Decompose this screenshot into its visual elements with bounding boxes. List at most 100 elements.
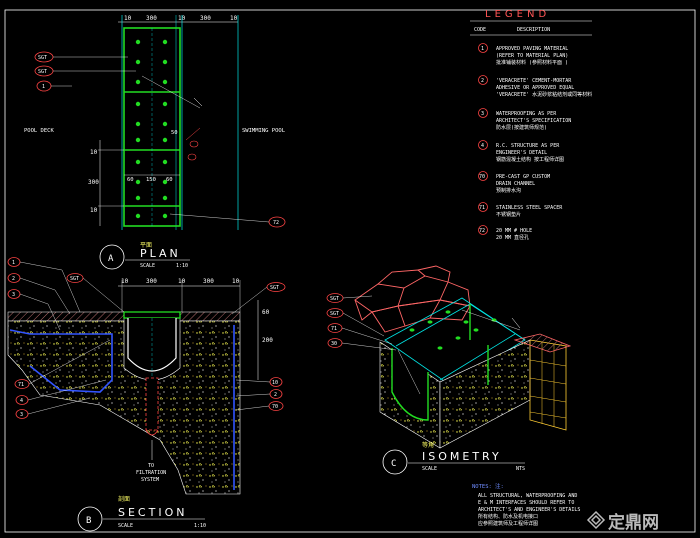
iso-title-cn: 等角	[422, 441, 434, 449]
plan-inner-dim-4: 50	[171, 130, 178, 136]
watermark-logo-icon	[586, 510, 606, 530]
legend-desc-header: DESCRIPTION	[517, 27, 550, 33]
iso-pool-wall	[529, 339, 567, 431]
iso-concrete-side	[439, 339, 531, 449]
iso-coping	[513, 333, 572, 353]
iso-pool-tiles	[529, 342, 567, 427]
plan-dim-left-3: 10	[90, 207, 98, 214]
section-callout-right-1: SGT	[270, 285, 279, 291]
legend-item-3-line-3: 防水层(按建筑师规范)	[496, 124, 547, 131]
section-concrete-mass	[7, 320, 241, 495]
legend-item-4-line-3: 钢筋混凝土结构 按工程师详图	[496, 156, 564, 163]
legend-title: LEGEND	[485, 9, 550, 20]
plan-dim-top-1: 10	[124, 15, 132, 22]
watermark: 定鼎网	[586, 510, 659, 533]
legend-item-71-line-1: STAINLESS STEEL SPACER	[496, 205, 563, 211]
section-grating	[123, 311, 181, 319]
iso-callout-1: SGT	[330, 296, 339, 302]
plan-view-circle	[99, 244, 125, 270]
legend-item-1-line-2: (REFER TO MATERIAL PLAN)	[496, 53, 568, 59]
iso-callout-2: SGT	[330, 311, 339, 317]
section-scale: 1:10	[194, 523, 206, 529]
legend-item-70-line-1: PRE-CAST GP CUSTOM	[496, 174, 550, 180]
notes-line-3: ARCHITECT'S AND ENGINEER'S DETAILS	[478, 507, 580, 513]
legend-code-bubble	[478, 108, 488, 118]
plan-dim-left-1: 10	[90, 149, 98, 156]
plan-callout-3: 1	[42, 84, 45, 90]
section-dim-top-2: 300	[146, 278, 157, 285]
notes-block: NOTES: 注: ALL STRUCTURAL, WATERPROOFING …	[472, 482, 580, 527]
plan-dim-left-2: 300	[88, 179, 99, 186]
iso-stone-paving	[354, 265, 471, 333]
section-callout-left-4: SGT	[70, 276, 79, 282]
iso-view-circle	[382, 449, 408, 475]
legend-item-2-line-3: 'VERACRETE' 水泥砂浆粘结剂或同等材料	[496, 91, 592, 98]
iso-leader	[461, 309, 521, 331]
plan-swimming-pool-label: SWIMMING POOL	[242, 128, 286, 134]
iso-leader	[397, 349, 421, 395]
section-left-callouts: 1 2 3 SGT 71 4 3	[7, 257, 125, 419]
notes-line-5: 应参照建筑师及工程师详图	[478, 520, 538, 527]
section-filtration-2: FILTRATION	[136, 470, 166, 476]
plan-arrow	[193, 97, 203, 107]
iso-arrow	[511, 317, 521, 329]
legend-code-bubble	[478, 43, 488, 53]
iso-leader	[342, 312, 385, 337]
isometry-view: SGT SGT 71 30 C 等角 ISOMETRY SCALE NTS	[326, 265, 572, 475]
plan-leader	[169, 213, 270, 223]
plan-grating-holes	[135, 39, 168, 219]
sheet-frame	[4, 9, 696, 533]
legend-item-3-line-1: WATERPROOFING AS PER	[496, 111, 557, 117]
plan-callout-1: SGT	[38, 55, 47, 61]
notes-line-1: ALL STRUCTURAL, WATERPROOFING AND	[478, 493, 577, 499]
plan-scale-label: SCALE	[140, 263, 155, 269]
plan-inner-dim-1: 60	[127, 177, 134, 183]
notes-marker: 注:	[495, 482, 504, 490]
section-callout-left-2: 2	[12, 276, 15, 282]
plan-inner-dim-3: 60	[166, 177, 173, 183]
legend-item-2-line-2: ADHESIVE OR APPROVED EQUAL	[496, 85, 574, 91]
legend-code-bubble	[478, 75, 488, 85]
iso-callout-4: 30	[331, 341, 337, 347]
section-callout-right-3: 2	[274, 392, 277, 398]
section-right-callouts: SGT 10 2 70	[231, 282, 286, 411]
section-filtration-1: TO	[148, 463, 154, 469]
section-outlet-pipe	[145, 377, 159, 431]
section-paving-left	[7, 311, 125, 322]
legend-code-72: 72	[479, 228, 485, 234]
legend-item-71-line-2: 不锈钢垫片	[496, 211, 521, 218]
plan-view-letter: A	[108, 254, 114, 264]
section-view-letter: B	[86, 516, 91, 526]
section-callout-left-1: 1	[12, 260, 15, 266]
legend-code-71: 71	[479, 205, 485, 211]
iso-title: ISOMETRY	[422, 450, 502, 463]
plan-scale: 1:10	[176, 263, 188, 269]
plan-dim-top-5: 10	[230, 15, 238, 22]
legend-panel: LEGEND CODE DESCRIPTION 1 APPROVED PAVIN…	[470, 9, 592, 241]
iso-channel	[391, 348, 429, 421]
section-dim-top-1: 10	[121, 278, 129, 285]
plan-pool-deck-label: POOL DECK	[24, 128, 54, 134]
section-paving-right	[179, 311, 241, 322]
iso-scale-label: SCALE	[422, 466, 437, 472]
iso-callout-3: 71	[331, 326, 337, 332]
legend-code-bubble	[478, 140, 488, 150]
legend-code-2: 2	[481, 78, 484, 84]
section-title-cn: 剖面	[118, 495, 130, 503]
notes-line-2: E & M INTERFACES SHOULD REFER TO	[478, 500, 574, 506]
section-view: 10 300 10 300 10 TO FILTRATION SYSTEM 60…	[7, 257, 286, 532]
notes-line-4: 所有结构、防水及机电接口	[478, 513, 538, 520]
section-dim-right-2: 200	[262, 337, 273, 344]
legend-item-70-line-3: 预制排水沟	[496, 187, 521, 194]
legend-item-1-line-3: 批准铺装材料 (参照材料平面 )	[496, 59, 568, 66]
legend-code-70: 70	[479, 174, 485, 180]
iso-leader	[341, 327, 393, 345]
plan-callout-bubble	[189, 140, 199, 148]
plan-dim-top-2: 300	[146, 15, 157, 22]
section-dim-top-5: 10	[232, 278, 240, 285]
plan-callout-4: 72	[273, 220, 279, 226]
plan-title: PLAN	[140, 247, 181, 260]
legend-code-header: CODE	[474, 27, 486, 33]
section-callout-left-3: 3	[12, 292, 15, 298]
